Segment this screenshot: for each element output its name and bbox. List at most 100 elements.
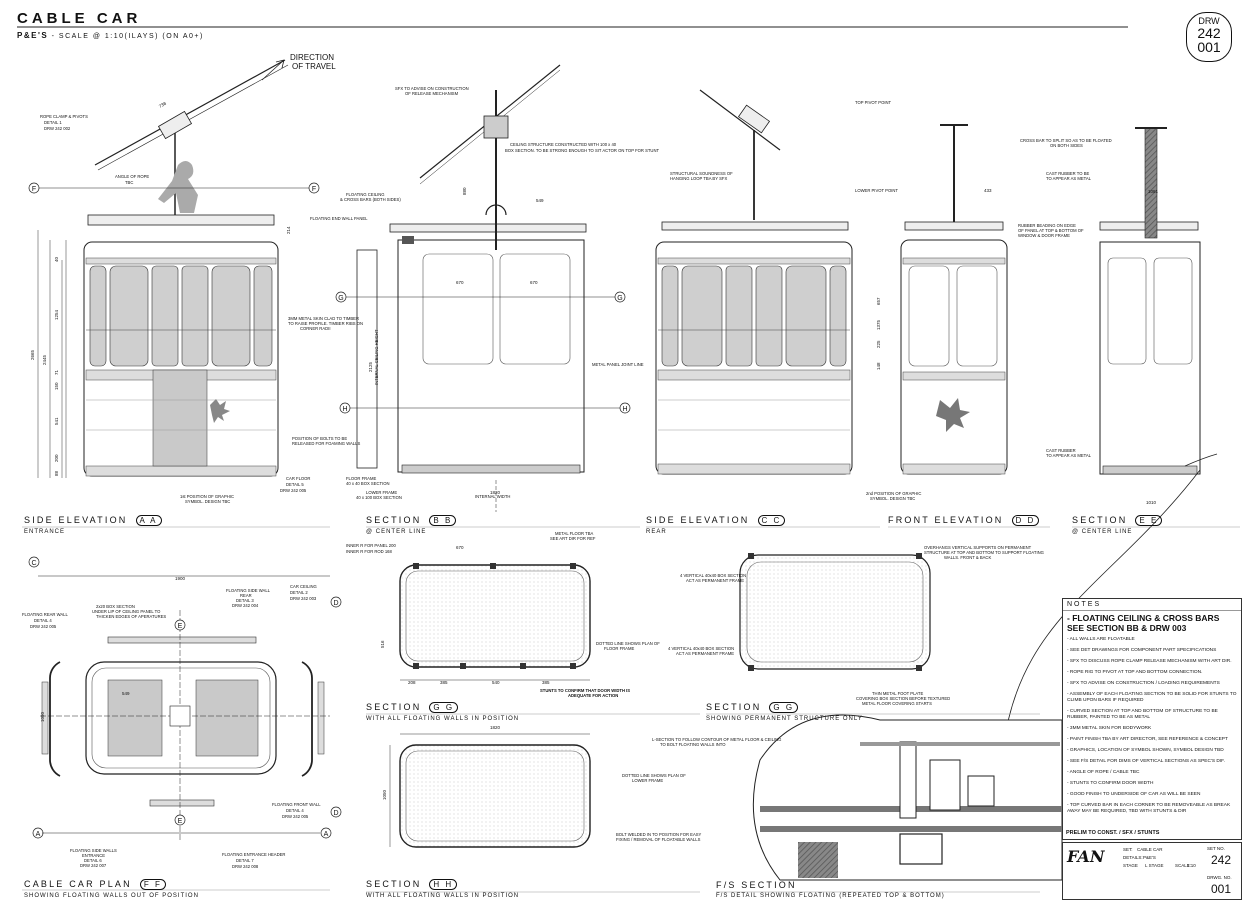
cable-car-plan-ff: [28, 556, 342, 840]
grid-g-right: G: [617, 295, 622, 302]
ann-floating-end-wall: FLOATING END WALL PANEL: [310, 216, 368, 221]
title-text: SIDE ELEVATION: [24, 515, 128, 525]
subtitle-scale: - SCALE @ 1:10(ILAYS) (ON A0+): [51, 33, 204, 40]
ann-overhangs-1: OVERHANGS VERTICAL SUPPORTS ON PERMANENT: [924, 545, 1032, 550]
title-fs-section: F/S SECTION: [716, 880, 797, 890]
ann-box-3x20-1: 2x20 BOX SECTION: [96, 604, 135, 609]
drawing-subtitle: P&E'S - SCALE @ 1:10(ILAYS) (ON A0+): [17, 31, 204, 40]
title-tag: F F: [139, 879, 166, 890]
grid-d-bottom: D: [333, 810, 338, 817]
tb-scale-label: SCALE:: [1175, 863, 1192, 868]
grid-a-left: A: [36, 831, 41, 838]
ann-bolt-welded-2: FIXING / REMOVAL OF FLOATABLE WALLS: [616, 837, 701, 842]
tb-stage-value: L STAGE: [1145, 863, 1164, 868]
title-tag: B B: [429, 515, 457, 526]
tb-drw-no: 001: [1211, 882, 1232, 896]
dim-657: 657: [876, 297, 881, 305]
title-text: F/S SECTION: [716, 880, 797, 890]
ann-angle-rope: ANGLE OF ROPE: [115, 174, 149, 179]
ann-dotted-lower-2: LOWER FRAME: [632, 778, 663, 783]
note-item: - ALL WALLS ARE FLOATABLE: [1067, 637, 1135, 642]
title-text: CABLE CAR PLAN: [24, 879, 132, 889]
ann-cross-bar-split-1: CROSS BAR TO SPLIT SO AS TO BE FLOATED: [1020, 138, 1112, 143]
ann-detail7: DETAIL 7: [236, 858, 254, 863]
ann-rubber-beading-2: OF PANEL AT TOP & BOTTOM OF: [1018, 228, 1084, 233]
note-item: - ROPE RIG TO PIVOT AT TOP AND BOTTOM CO…: [1067, 670, 1203, 675]
sub-fs-section: F/S DETAIL SHOWING FLOATING (REPEATED TO…: [716, 893, 945, 899]
tb-stage-label: STAGE: [1123, 863, 1138, 868]
dim-148: 148: [876, 362, 881, 370]
title-cable-car-plan-ff: CABLE CAR PLAN F F: [24, 879, 166, 890]
ann-direction: DIRECTION: [290, 53, 334, 62]
grid-c: C: [31, 560, 36, 567]
ann-rubber-beading-3: WINDOW & DOOR FRAME: [1018, 233, 1070, 238]
ann-box-3x20-3: THICKEN EDGES OF APERATURES: [96, 614, 166, 619]
ann-metal-floor-1: METAL FLOOR TBA: [555, 531, 594, 536]
ann-lower-pivot: LOWER PIVOT POINT: [855, 188, 898, 193]
ann-structural-2: HANGING LOOP TBA BY SFX: [670, 176, 727, 181]
ann-floating-side-rear-1: FLOATING SIDE WALL: [226, 588, 271, 593]
notes-title: - FLOATING CEILING & CROSS BARS SEE SECT…: [1067, 613, 1220, 633]
title-tag: C C: [757, 515, 786, 526]
ann-detail3: DETAIL 3: [236, 598, 254, 603]
ann-cast-rubber-4: TO APPEAR AS METAL: [1046, 453, 1092, 458]
ann-drw242007: DRW 242 007: [80, 863, 107, 868]
drawing-title: CABLE CAR: [17, 10, 142, 27]
ann-drw242004: DRW 242 004: [232, 603, 259, 608]
drw-number-2: 001: [1197, 39, 1221, 55]
ann-overhangs-2: STRUCTURE AT TOP AND BOTTOM TO SUPPORT F…: [924, 550, 1044, 555]
ann-cast-rubber-2: TO APPEAR AS METAL: [1046, 176, 1092, 181]
ann-floating-front-1: FLOATING FRONT WALL: [272, 802, 321, 807]
title-tag: E E: [1135, 515, 1163, 526]
title-tag: D D: [1011, 515, 1040, 526]
grid-f-left: F: [32, 186, 36, 193]
sub-section-hh: WITH ALL FLOATING WALLS IN POSITION: [366, 893, 520, 899]
sub-section-bb: @ CENTER LINE: [366, 529, 427, 535]
note-item: - PAINT FINISH TBA BY ART DIRECTOR, SEE …: [1067, 737, 1228, 742]
ann-metal-floor-2: SEE ART DIR FOR REF: [550, 536, 596, 541]
ann-inner-r-panel: INNER R FOR PANEL 200: [346, 543, 396, 548]
ann-box-section: BOX SECTION. TO BE STRONG ENOUGH TO SIT …: [505, 148, 659, 153]
side-elevation-cc: [655, 89, 853, 475]
ann-car-floor: CAR FLOOR: [286, 476, 310, 481]
sub-cable-car-plan-ff: SHOWING FLOATING WALLS OUT OF POSITION: [24, 893, 199, 899]
notes-list: - ALL WALLS ARE FLOATABLE - SEE DET DRAW…: [1063, 637, 1241, 815]
tb-set-no: 242: [1211, 853, 1232, 867]
dim-738: 738: [158, 101, 167, 109]
title-block: FAN SET: CABLE CAR DETAILS: P&E'S STAGE …: [1062, 842, 1242, 900]
ann-metal-skin-3: CORNER RADII: [300, 326, 330, 331]
title-text: SECTION: [1072, 515, 1128, 525]
ann-lsection-2: TO BOLT FLOATING WALLS INTO: [660, 742, 726, 747]
title-tag: G G: [769, 702, 799, 713]
tb-details-value: P&E'S: [1143, 855, 1156, 860]
ann-detail4: DETAIL 4: [34, 618, 52, 623]
dim-208: 208: [408, 680, 416, 685]
dim-71: 71: [54, 369, 59, 375]
note-item: - ASSEMBLY OF EACH FLOATING SECTION TO B…: [1067, 692, 1237, 703]
ann-of-release: OF RELEASE MECHANISM: [405, 91, 459, 96]
sub-section-ee: @ CENTER LINE: [1072, 529, 1133, 535]
ann-dotted-line-2: FLOOR FRAME: [604, 646, 634, 651]
tb-scale-value: 1:10: [1187, 863, 1196, 868]
note-item: - 3MM METAL SKIN FOR BODYWORK: [1067, 726, 1152, 731]
title-text: SECTION: [366, 879, 422, 889]
dim-1820: 1820: [490, 490, 501, 495]
dim-549-b: 549: [122, 691, 130, 696]
ann-overhangs-3: WALLS. FRONT & BACK: [944, 555, 991, 560]
dim-2665: 2665: [30, 349, 35, 360]
note-item: - SFX TO DISCUSS ROPE CLAMP RELEASE MECH…: [1067, 659, 1232, 664]
title-text: SECTION: [366, 702, 422, 712]
ann-metal-skin-1: 3MM METAL SKIN CLAD TO TIMBER: [288, 316, 359, 321]
dim-433: 433: [984, 188, 992, 193]
ann-detail5: DETAIL 5: [286, 482, 304, 487]
ann-floor-frame-1: FLOOR FRAME: [346, 476, 376, 481]
ann-vert4-c: 4 VERTICAL 40x40 BOX SECTION: [668, 646, 734, 651]
title-tag: H H: [429, 879, 458, 890]
drw-label: DRW: [1198, 16, 1220, 26]
ann-internal-width: INTERNAL WIDTH: [475, 494, 510, 499]
